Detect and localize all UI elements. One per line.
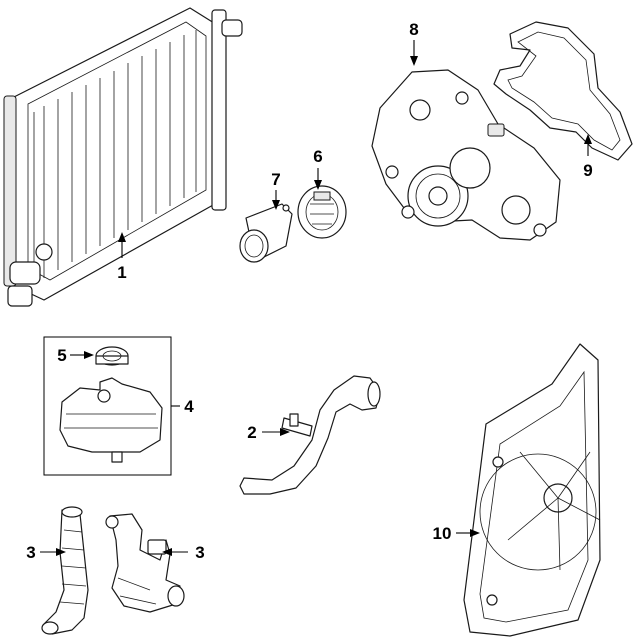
callout-4: 4 [184,397,194,416]
coolant-reservoir[interactable] [59,377,163,463]
thermostat[interactable] [297,185,347,239]
radiator[interactable] [3,7,243,307]
water-pump[interactable] [371,69,561,241]
callout-1: 1 [117,263,126,282]
callout-8: 8 [409,20,418,39]
callout-9: 9 [583,161,592,180]
reservoir-cap[interactable] [95,346,129,366]
thermostat-housing[interactable] [239,203,293,263]
callout-7: 7 [271,170,280,189]
callout-5: 5 [57,346,66,365]
lower-radiator-hose[interactable] [41,506,89,635]
callout-3-left: 3 [26,543,35,562]
cooling-fan-assembly[interactable] [463,343,601,637]
callout-3-right: 3 [195,543,204,562]
upper-radiator-hose[interactable] [239,375,381,495]
callout-labels: 1 2 3 3 4 5 6 7 8 9 10 [26,20,592,562]
lower-hose-assembly[interactable] [105,513,185,613]
leader-lines [40,40,592,556]
callout-10: 10 [433,524,452,543]
callout-2: 2 [247,423,256,442]
water-pump-gasket[interactable] [493,21,633,161]
callout-6: 6 [313,147,322,166]
